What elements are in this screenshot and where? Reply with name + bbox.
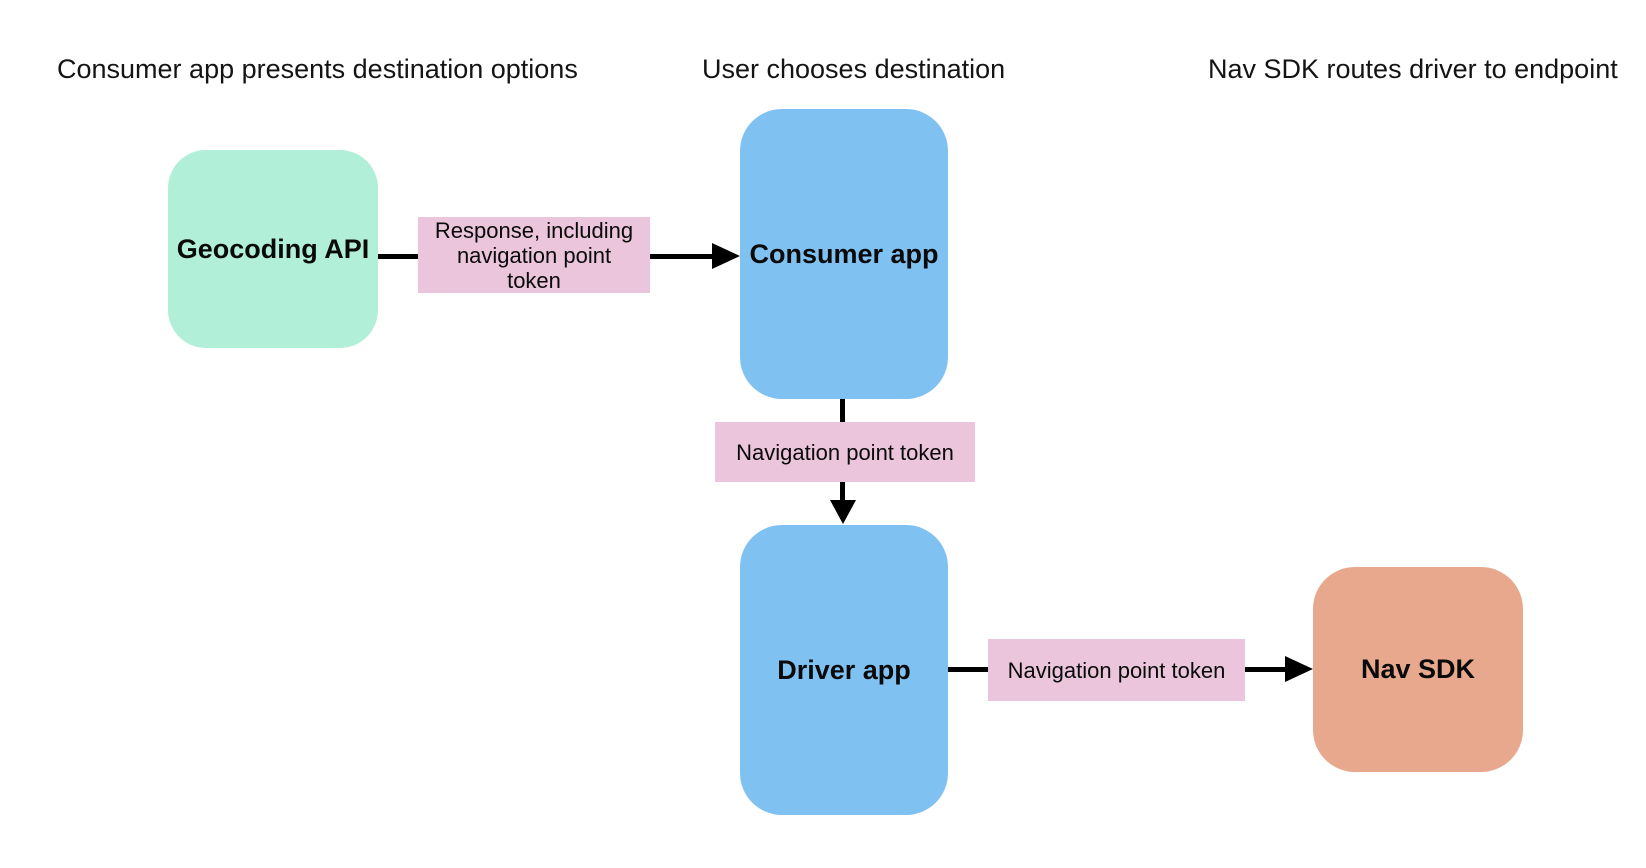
stage-header-consumer-presents-options: Consumer app presents destination option… [57, 54, 578, 84]
node-label-geocoding-api: Geocoding API [176, 233, 370, 264]
node-consumer-app: Consumer app [740, 109, 948, 399]
node-geocoding-api: Geocoding API [168, 150, 378, 348]
arrowhead-right-icon [1285, 656, 1313, 682]
node-label-driver-app: Driver app [777, 654, 911, 685]
stage-header-nav-sdk-routes-driver: Nav SDK routes driver to endpoint [1208, 54, 1618, 84]
node-nav-sdk: Nav SDK [1313, 567, 1523, 772]
arrowhead-right-icon [712, 243, 740, 269]
node-label-nav-sdk: Nav SDK [1360, 654, 1476, 684]
arrowhead-down-icon [830, 500, 856, 524]
node-label-consumer-app: Consumer app [749, 238, 939, 269]
stage-header-user-chooses-destination: User chooses destination [702, 54, 1006, 84]
node-driver-app: Driver app [740, 525, 948, 815]
edge-label-response-navigation-point-token: Response, including navigation point tok… [418, 217, 650, 293]
edge-label-navigation-point-token-1: Navigation point token [715, 422, 975, 482]
edge-label-navigation-point-token-2: Navigation point token [988, 639, 1245, 701]
